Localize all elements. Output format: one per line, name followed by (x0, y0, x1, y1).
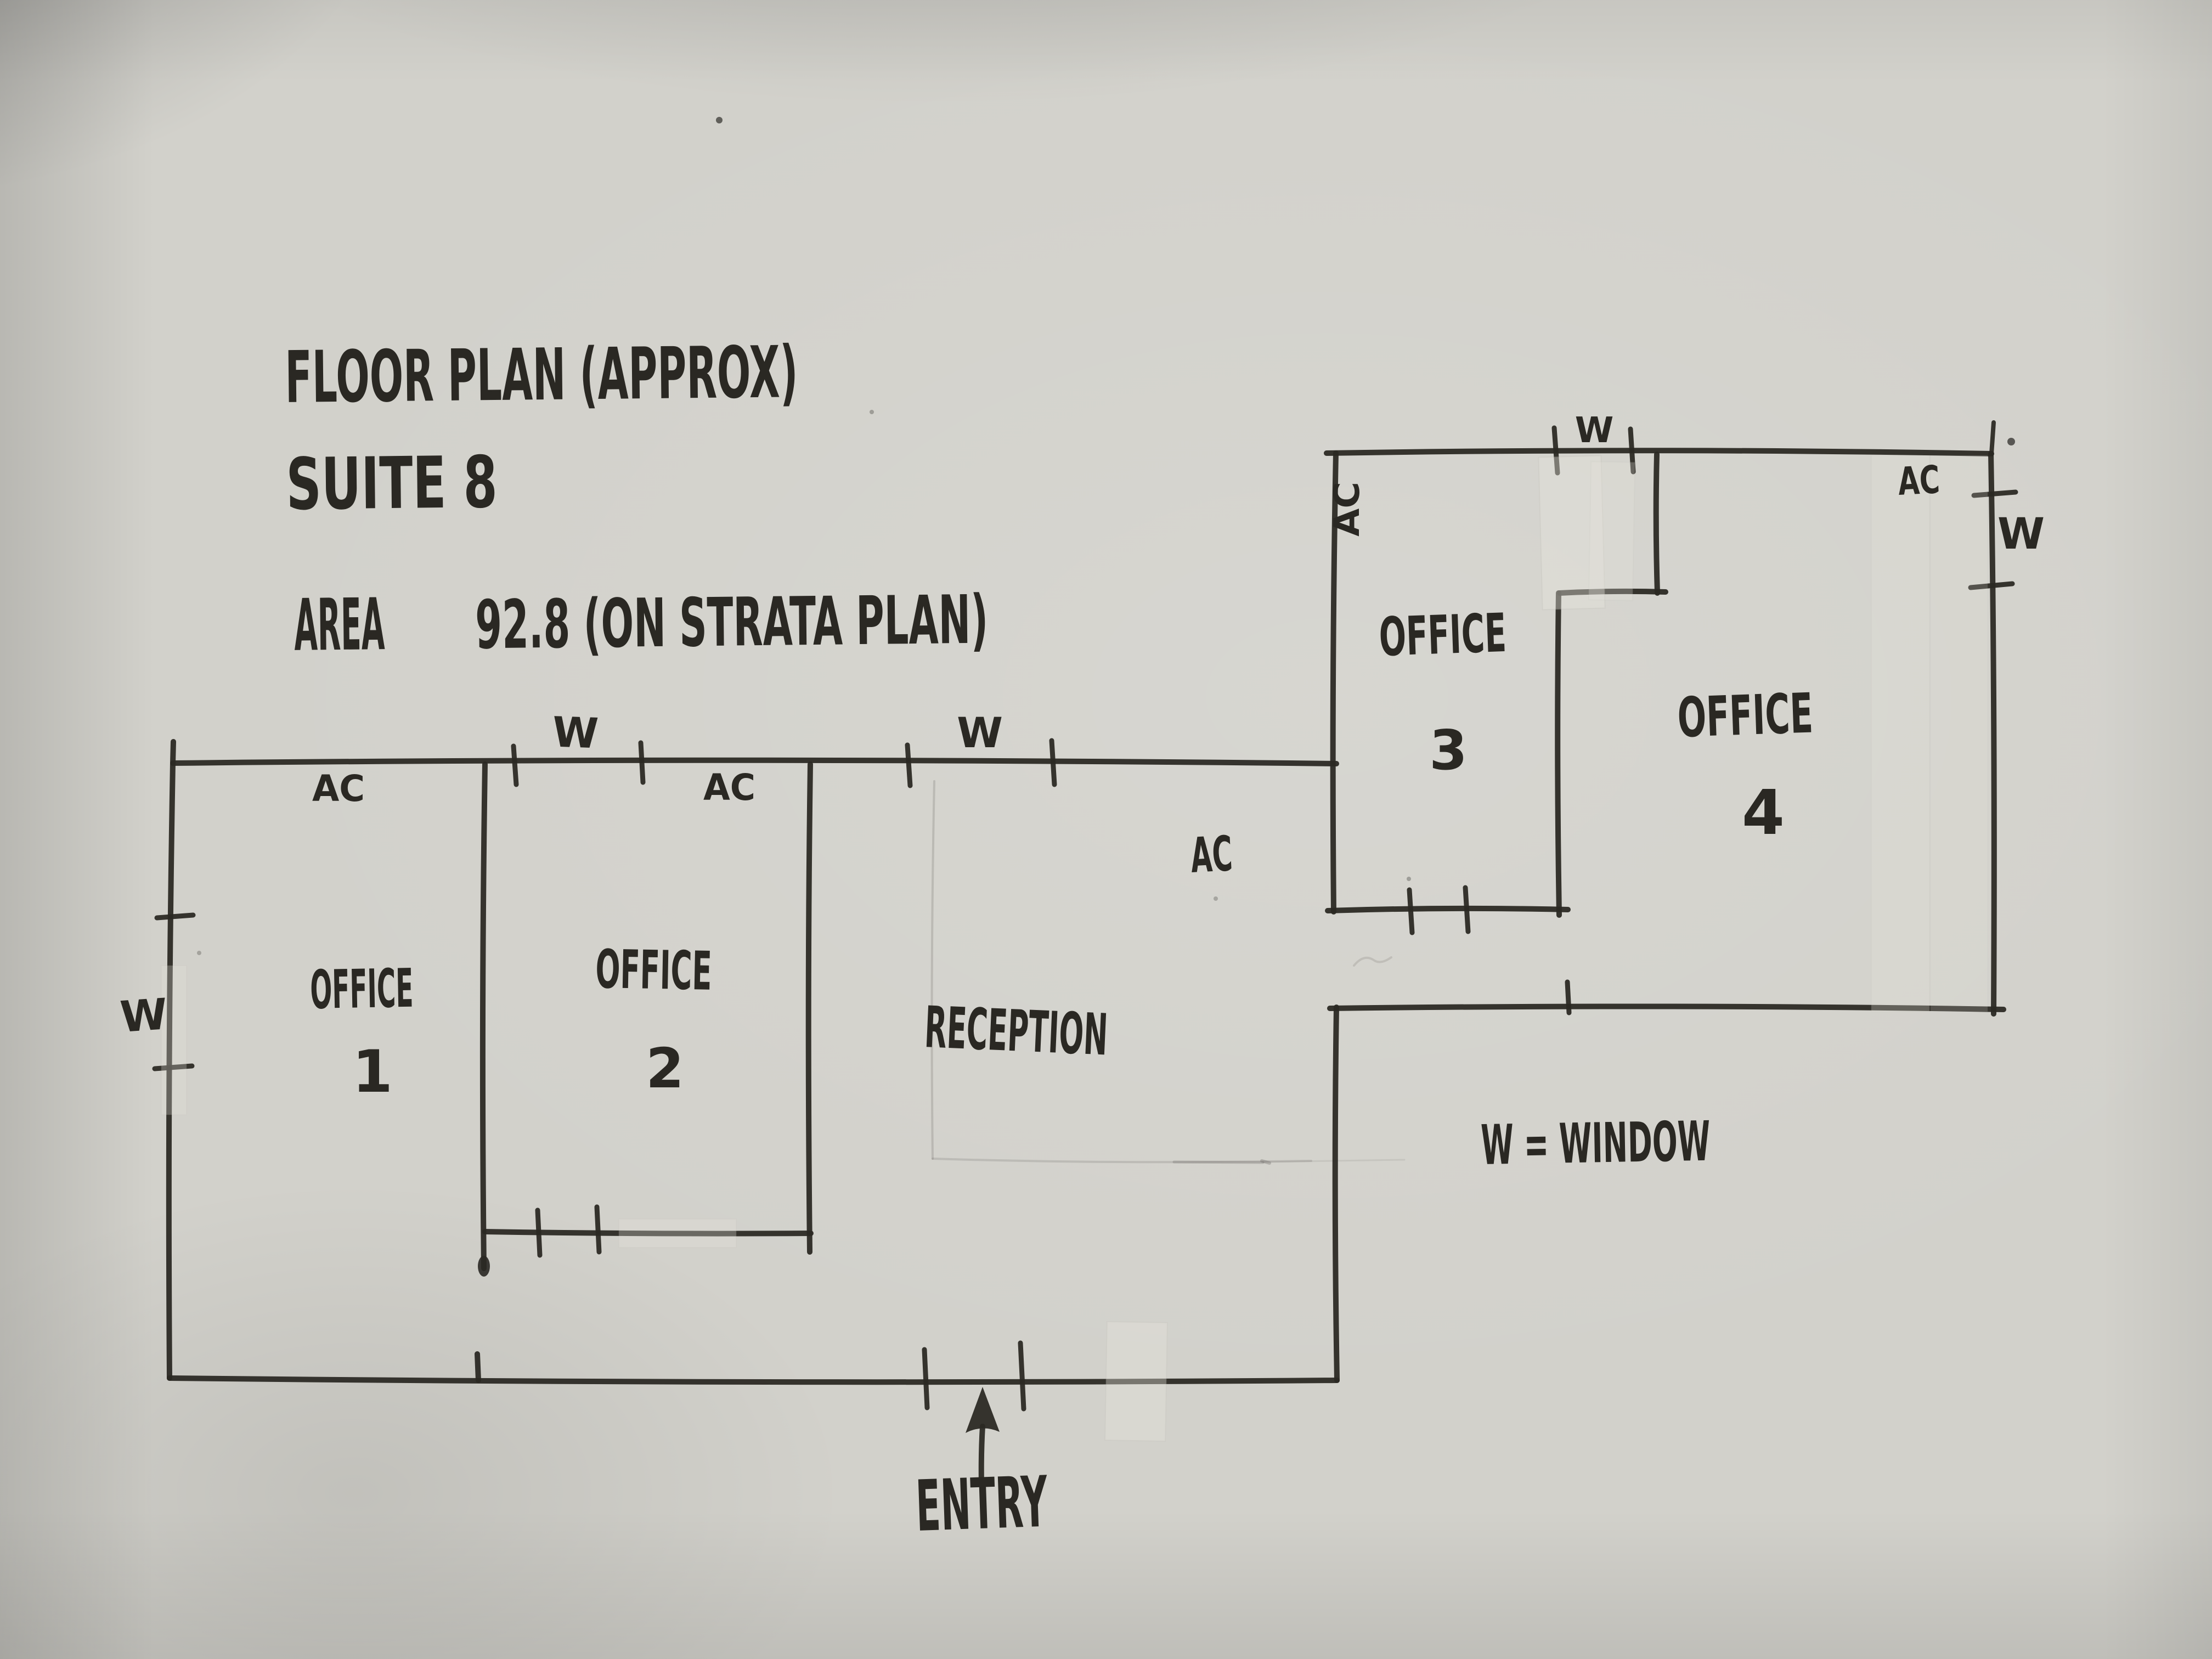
wall-reception-right (1332, 1005, 1340, 1383)
ac-mark-office1: AC (312, 768, 365, 810)
speck-3 (870, 410, 874, 414)
number-office-1: 1 (352, 1038, 393, 1105)
pencil-reception-bottom-dark (1172, 1160, 1265, 1164)
wall-office4-bottom (1327, 1003, 2006, 1012)
number-office-3: 3 (1429, 718, 1468, 782)
ac-mark-reception: AC (1189, 825, 1234, 884)
window-tick-office4-2 (1968, 581, 2015, 590)
number-office-2: 2 (646, 1036, 684, 1101)
wall-office4-right (1988, 451, 1997, 1017)
title-suite: SUITE 8 (286, 441, 498, 526)
wall-outer-left (166, 739, 176, 1381)
paper-specks (197, 117, 2015, 955)
door-tick-entry-2 (1018, 1340, 1026, 1412)
window-tick-reception-2 (1049, 738, 1057, 787)
window-mark-office4: W (1997, 510, 2045, 559)
legend-window: W = WINDOW (1480, 1109, 1711, 1177)
door-tick-office3-1 (1407, 887, 1415, 935)
window-tick-office2-2 (638, 740, 646, 785)
title-block: FLOOR PLAN (APPROX) SUITE 8 AREA 92.8 (O… (285, 330, 989, 667)
wall-office34-top (1324, 448, 1994, 456)
label-reception: RECEPTION (923, 994, 1109, 1068)
pencil-guides (930, 780, 1406, 1165)
tape-office4-strip-2 (1931, 455, 1988, 1012)
wall-office2-right (805, 761, 813, 1255)
wall-outer-bottom (167, 1375, 1340, 1385)
door-tick-office2-1 (535, 1207, 543, 1258)
tape-notch-right (1588, 461, 1636, 601)
wall-notch-right (1653, 452, 1660, 596)
wall-office4-right-overshoot (1989, 420, 1996, 456)
label-office-3: OFFICE (1378, 602, 1508, 668)
handwriting: FLOOR PLAN (APPROX) SUITE 8 AREA 92.8 (O… (119, 330, 2045, 1548)
wall-office1-office2-divider (479, 761, 488, 1271)
opening-ticks (152, 425, 2018, 1412)
label-office-1: OFFICE (309, 957, 414, 1021)
wall-office3-bottom (1325, 905, 1571, 913)
window-mark-office3: W (1575, 410, 1614, 451)
walls (166, 420, 2006, 1385)
pencil-reception-bottom (932, 1158, 1312, 1164)
door-tick-office3-2 (1463, 885, 1471, 934)
area-value: 92.8 (ON STRATA PLAN) (475, 581, 989, 664)
wall-office3-left (1330, 450, 1339, 915)
ac-mark-office3-rotated: AC (1327, 482, 1368, 537)
wall-top-offices (170, 757, 1339, 766)
speck-2 (2007, 438, 2015, 445)
window-tick-left-1 (154, 912, 196, 921)
ac-mark-office2: AC (703, 766, 755, 809)
window-tick-office3-1 (1551, 425, 1560, 476)
window-tick-reception-1 (905, 742, 913, 788)
area-label: AREA (294, 583, 385, 667)
stub-office4-bottom (1565, 979, 1572, 1015)
ac-mark-office4: AC (1897, 457, 1941, 504)
window-mark-office2: W (551, 708, 599, 758)
divider-end-blob (478, 1256, 490, 1277)
window-tick-office2-1 (511, 743, 519, 787)
pencil-reception-left (930, 780, 935, 1160)
pencil-scribble (1353, 956, 1392, 967)
wall-office2-bottom (482, 1229, 814, 1237)
tape-office2-bottom (618, 1218, 737, 1248)
tape-pieces (161, 455, 1988, 1442)
speck-4 (1214, 896, 1218, 901)
label-entry: ENTRY (915, 1462, 1049, 1548)
speck-6 (197, 951, 201, 955)
wall-notch-bottom (1557, 588, 1668, 596)
tape-entry (1104, 1321, 1168, 1442)
window-tick-office4-1 (1971, 489, 2018, 498)
entry-arrow-head (966, 1387, 1000, 1433)
tape-notch-left (1538, 455, 1606, 611)
label-office-2: OFFICE (595, 938, 713, 1002)
entry-arrow-shaft (978, 1424, 985, 1487)
door-tick-office2-2 (594, 1204, 602, 1255)
label-office-4: OFFICE (1677, 681, 1814, 750)
window-tick-office3-2 (1628, 426, 1636, 475)
stub-bottom-wall (475, 1351, 481, 1383)
pencil-end-dot (1260, 1159, 1271, 1165)
title-floor-plan: FLOOR PLAN (APPROX) (285, 330, 799, 419)
speck-1 (716, 117, 723, 123)
window-mark-reception: W (957, 708, 1003, 757)
tape-office4-strip-1 (1871, 455, 1930, 1012)
door-tick-entry-1 (922, 1347, 930, 1410)
speck-5 (1407, 877, 1411, 881)
window-mark-left-wall: W (119, 990, 169, 1042)
wall-office3-right (1555, 590, 1562, 918)
entry-arrow (966, 1387, 1000, 1487)
number-office-4: 4 (1742, 777, 1785, 849)
window-tick-left-2 (152, 1063, 195, 1071)
tape-left-wall (161, 965, 187, 1115)
